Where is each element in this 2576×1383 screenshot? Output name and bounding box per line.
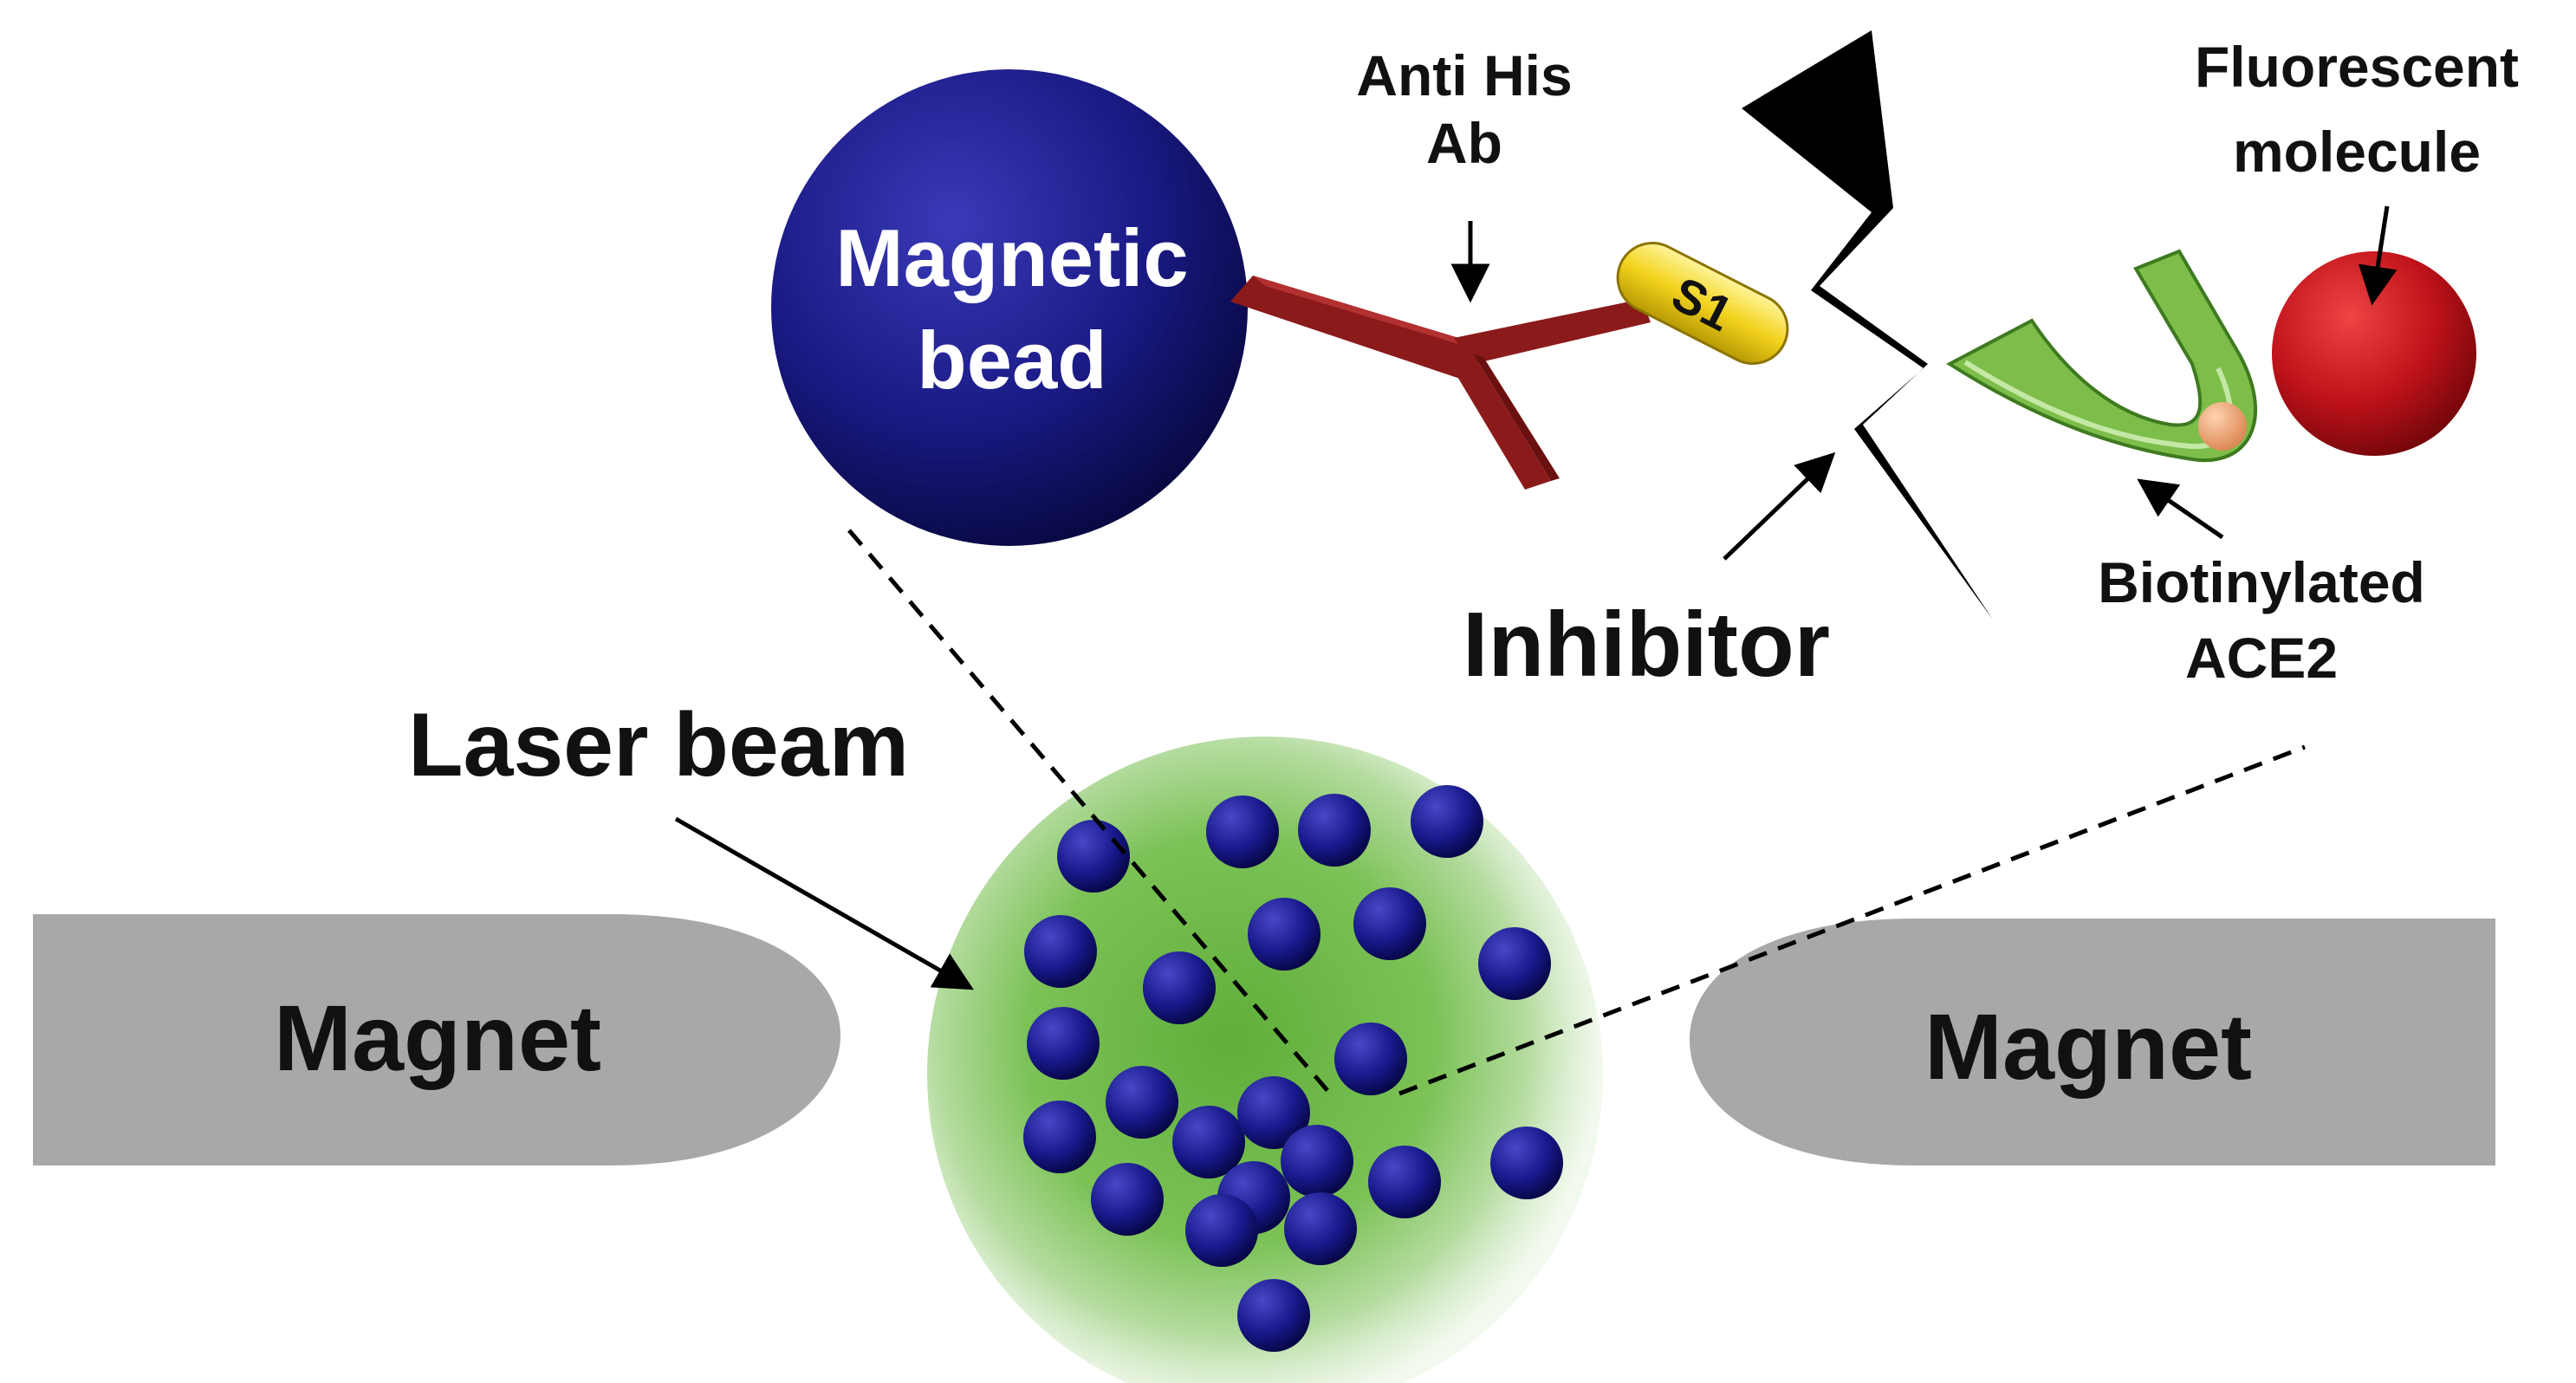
magnet-left: Magnet [33, 914, 840, 1165]
inhibitor-icon [1742, 30, 1993, 620]
magnet-left-label: Magnet [274, 985, 601, 1090]
small-magnetic-bead [1023, 1101, 1096, 1173]
magnet-right: Magnet [1690, 919, 2495, 1165]
biotinylated-label-line2: ACE2 [2185, 626, 2338, 690]
small-magnetic-bead [1143, 951, 1216, 1024]
small-magnetic-bead [1185, 1194, 1258, 1267]
small-magnetic-bead [1353, 887, 1426, 960]
biotin-icon [2198, 402, 2247, 451]
antibody-label-line1: Anti His [1356, 43, 1572, 107]
small-magnetic-bead [1411, 785, 1483, 858]
fluorescent-molecule [2272, 251, 2476, 456]
fluorescent-label-line2: molecule [2233, 120, 2481, 184]
zoom-line-right [1398, 744, 2306, 1096]
small-magnetic-bead [1298, 794, 1371, 867]
small-magnetic-bead [1248, 898, 1320, 971]
laser-beam-arrow [674, 816, 974, 990]
inhibitor-arrow [1723, 451, 1836, 561]
laser-beam-label: Laser beam [408, 695, 909, 795]
small-magnetic-bead [1478, 927, 1551, 1000]
small-magnetic-bead [1206, 795, 1279, 868]
magnet-right-label: Magnet [1924, 994, 2252, 1099]
small-magnetic-bead [1024, 915, 1097, 988]
bead-cluster [1023, 785, 1563, 1352]
small-magnetic-bead [1237, 1076, 1310, 1149]
biotinylated-arrow [2137, 478, 2224, 540]
antibody-label-line2: Ab [1426, 111, 1502, 175]
small-magnetic-bead [1027, 1007, 1100, 1080]
magnetic-bead-label-line2: bead [917, 315, 1106, 406]
magnetic-bead: Magnetic bead [771, 69, 1248, 546]
small-magnetic-bead [1490, 1127, 1563, 1199]
small-magnetic-bead [1368, 1146, 1441, 1218]
s1-protein: S1 [1616, 241, 1789, 366]
inhibitor-label: Inhibitor [1463, 594, 1830, 696]
magnetic-bead-label-line1: Magnetic [835, 212, 1188, 303]
small-magnetic-bead [1057, 820, 1130, 893]
laser-spot [927, 737, 1603, 1383]
fluorescent-arrow [2358, 205, 2398, 306]
antibody-icon [1230, 276, 1651, 490]
small-magnetic-bead [1284, 1192, 1357, 1265]
ace2-receptor-icon [1946, 249, 2257, 463]
small-magnetic-bead [1281, 1125, 1353, 1198]
small-magnetic-bead [1334, 1023, 1407, 1095]
small-magnetic-bead [1237, 1279, 1310, 1352]
small-magnetic-bead [1172, 1106, 1245, 1178]
fluorescent-label-line1: Fluorescent [2195, 35, 2519, 99]
small-magnetic-bead [1106, 1066, 1178, 1139]
biotinylated-label-line1: Biotinylated [2098, 550, 2425, 614]
small-magnetic-bead [1091, 1163, 1164, 1236]
